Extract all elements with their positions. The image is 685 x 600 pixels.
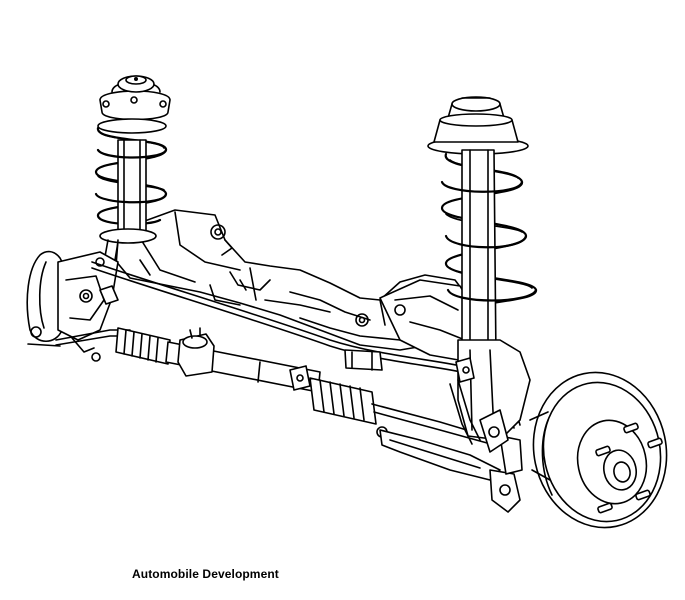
left-strut-assembly [94,75,171,267]
right-strut-assembly [427,96,538,475]
right-link-arms [449,379,509,453]
right-brake-disc [529,371,668,529]
wheel-studs [595,422,663,514]
left-knuckle-and-hub [26,250,119,362]
steering-rack [55,327,501,447]
figure-caption: Automobile Development [132,567,279,581]
